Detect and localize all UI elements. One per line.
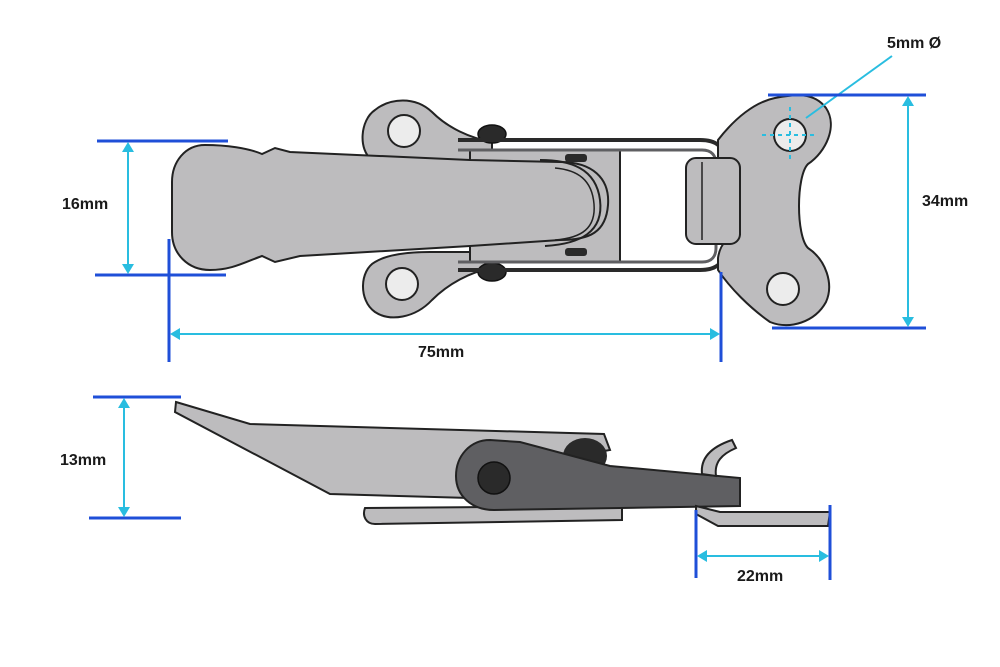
- hinge-bar: [565, 248, 587, 256]
- overall-length-label: 75mm: [418, 344, 464, 361]
- catch-hole-icon: [766, 272, 800, 306]
- catch-height-dimension: 34mm: [768, 93, 968, 330]
- mounting-hole-icon: [385, 267, 419, 301]
- mounting-hole-icon: [387, 114, 421, 148]
- hole-crosshair-icon: [762, 107, 818, 163]
- side-height-dimension: 13mm: [60, 395, 181, 520]
- latch-width-label: 16mm: [62, 196, 108, 213]
- side-height-label: 13mm: [60, 452, 106, 469]
- upper-mounting-ear: [361, 99, 493, 164]
- latch-width-dimension: 16mm: [62, 139, 228, 277]
- side-base-plate: [363, 504, 623, 526]
- dimension-annotations: 5mm Ø 16mm 34mm 75mm: [60, 35, 968, 585]
- latch-side-view: [173, 400, 832, 527]
- catch-height-label: 34mm: [922, 193, 968, 210]
- catch-length-dimension: 22mm: [694, 505, 832, 585]
- hinge-bar: [565, 154, 587, 162]
- catch-hook-tab: [685, 157, 741, 245]
- latch-top-view: [171, 94, 832, 327]
- side-catch-plate: [695, 504, 832, 527]
- lever-fold: [554, 167, 595, 241]
- hole-diameter-dimension: 5mm Ø: [805, 35, 941, 119]
- lever-fold: [539, 159, 602, 247]
- overall-length-dimension: 75mm: [167, 239, 723, 362]
- hole-diameter-label: 5mm Ø: [887, 35, 941, 52]
- side-wire-hook: [700, 438, 738, 478]
- pivot-rivet-icon: [477, 461, 511, 495]
- catch-length-label: 22mm: [737, 568, 783, 585]
